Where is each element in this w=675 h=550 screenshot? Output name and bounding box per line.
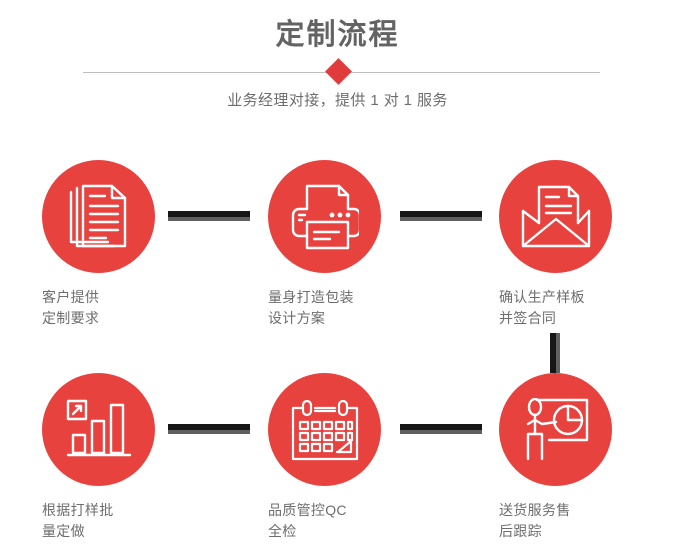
connector-step2-step3: [400, 211, 482, 221]
step-label-line1: 送货服务售: [499, 502, 571, 518]
step-label: 送货服务售 后跟踪: [499, 500, 619, 542]
flow-step-1[interactable]: 客户提供 定制要求: [42, 160, 202, 329]
printer-icon: [291, 184, 359, 250]
flow-step-4[interactable]: 根据打样批 量定做: [42, 373, 202, 542]
step-label-line2: 并签合同: [499, 310, 557, 326]
presentation-pie-chart-icon: [523, 397, 589, 462]
connector-bar-shadow: [400, 430, 482, 434]
step-label-line2: 全检: [268, 523, 297, 539]
step-icon-circle: [268, 160, 381, 273]
step-icon-circle: [499, 160, 612, 273]
flow-step-2[interactable]: 量身打造包装 设计方案: [268, 160, 428, 329]
step-label: 品质管控QC 全检: [268, 500, 388, 542]
page-subtitle: 业务经理对接，提供 1 对 1 服务: [227, 92, 448, 109]
step-label-line2: 定制要求: [42, 310, 100, 326]
step-label-line1: 品质管控QC: [268, 502, 347, 518]
connector-bar-dark: [168, 424, 250, 430]
step-label-line1: 客户提供: [42, 289, 100, 305]
connector-step5-step6: [400, 424, 482, 434]
step-label-line2: 后跟踪: [499, 523, 542, 539]
connector-bar-dark: [168, 211, 250, 217]
step-label: 客户提供 定制要求: [42, 287, 162, 329]
connector-bar-shadow: [556, 333, 560, 373]
step-label-line2: 设计方案: [268, 310, 326, 326]
connector-step4-step5: [168, 424, 250, 434]
connector-bar-shadow: [400, 217, 482, 221]
connector-step3-step6: [550, 333, 560, 373]
step-label: 确认生产样板 并签合同: [499, 287, 619, 329]
bar-chart-growth-icon: [66, 399, 132, 461]
step-icon-circle: [42, 373, 155, 486]
calendar-icon: [291, 399, 359, 461]
diamond-icon: [325, 58, 352, 85]
step-label: 根据打样批 量定做: [42, 500, 162, 542]
flow-step-3[interactable]: 确认生产样板 并签合同: [499, 160, 659, 329]
connector-bar-shadow: [168, 430, 250, 434]
step-icon-circle: [42, 160, 155, 273]
step-icon-circle: [499, 373, 612, 486]
envelope-document-icon: [521, 185, 591, 249]
step-label-line2: 量定做: [42, 523, 85, 539]
step-label: 量身打造包装 设计方案: [268, 287, 388, 329]
step-label-line1: 根据打样批: [42, 502, 114, 518]
flow-step-5[interactable]: 品质管控QC 全检: [268, 373, 428, 542]
connector-bar-dark: [550, 333, 556, 373]
connector-bar-dark: [400, 424, 482, 430]
page-title: 定制流程: [275, 19, 400, 51]
step-label-line1: 确认生产样板: [499, 289, 585, 305]
connector-step1-step2: [168, 211, 250, 221]
header-divider: [83, 58, 600, 85]
step-label-line1: 量身打造包装: [268, 289, 354, 305]
flow-step-6[interactable]: 送货服务售 后跟踪: [499, 373, 659, 542]
connector-bar-shadow: [168, 217, 250, 221]
step-icon-circle: [268, 373, 381, 486]
documents-icon: [68, 184, 130, 250]
connector-bar-dark: [400, 211, 482, 217]
